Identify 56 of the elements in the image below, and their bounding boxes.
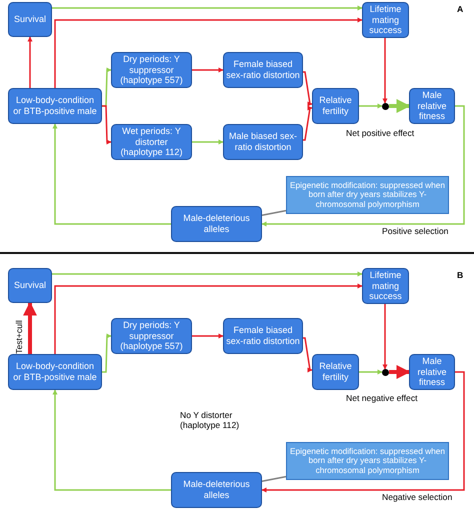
process-box: Female biased sex-ratio distortion	[223, 52, 303, 88]
process-box: Female biased sex-ratio distortion	[223, 318, 303, 354]
arrow	[192, 334, 224, 338]
leader-line	[262, 476, 286, 482]
arrow	[28, 36, 32, 88]
arrow	[262, 371, 465, 492]
process-box: Survival	[8, 2, 52, 37]
process-box: Survival	[8, 268, 52, 303]
annotation: Negative selection	[382, 492, 452, 502]
arrow	[389, 99, 410, 113]
arrow	[359, 370, 382, 374]
arrow	[52, 6, 362, 10]
process-box: Relative fertility	[312, 354, 359, 390]
process-box: Dry periods: Y suppressor (haplotype 557)	[111, 318, 192, 354]
arrow	[389, 365, 410, 379]
arrow	[54, 18, 362, 88]
arrow	[382, 38, 388, 104]
arrow	[54, 284, 362, 354]
process-box: Lifetime mating success	[362, 268, 409, 304]
panel-letter: B	[457, 270, 464, 280]
annotation: Net positive effect	[346, 128, 414, 138]
process-box: Dry periods: Y suppressor (haplotype 557)	[111, 52, 192, 88]
arrow	[192, 140, 224, 144]
note-box: Epigenetic modification: suppressed when born after dry years stabilizes Y-chromosomal polymorphism	[286, 442, 449, 480]
arrow	[52, 272, 362, 276]
annotation: Positive selection	[382, 226, 448, 236]
annotation: Net negative effect	[346, 393, 418, 403]
arrow	[192, 68, 224, 72]
arrow	[303, 337, 312, 372]
process-box: Male-deleterious alleles	[171, 206, 262, 242]
process-box: Wet periods: Y distorter (haplotype 112)	[111, 124, 192, 160]
process-box: Male relative fitness	[409, 88, 455, 124]
junction-dot	[382, 369, 389, 376]
arrow	[52, 124, 171, 225]
edge-label: Test+cull	[14, 320, 24, 354]
note-box: Epigenetic modification: suppressed when born after dry years stabilizes Y-chromosomal polymorphism	[286, 176, 449, 214]
panel-letter: A	[457, 4, 464, 14]
arrow	[382, 304, 388, 370]
arrow	[52, 390, 171, 491]
arrow	[359, 104, 382, 108]
arrow	[262, 105, 465, 226]
annotation: No Y distorter (haplotype 112)	[180, 410, 240, 430]
process-box: Low-body-condition or BTB-positive male	[8, 354, 102, 390]
process-box: Relative fertility	[312, 88, 359, 124]
junction-dot	[382, 103, 389, 110]
arrow	[303, 71, 312, 106]
process-box: Male relative fitness	[409, 354, 455, 390]
process-box: Male biased sex-ratio distortion	[223, 124, 303, 160]
leader-line	[262, 210, 286, 216]
arrow	[102, 105, 112, 144]
arrow	[102, 334, 112, 373]
arrow	[23, 302, 37, 354]
arrow	[303, 106, 312, 141]
process-box: Low-body-condition or BTB-positive male	[8, 88, 102, 124]
process-box: Male-deleterious alleles	[171, 472, 262, 508]
process-box: Lifetime mating success	[362, 2, 409, 38]
